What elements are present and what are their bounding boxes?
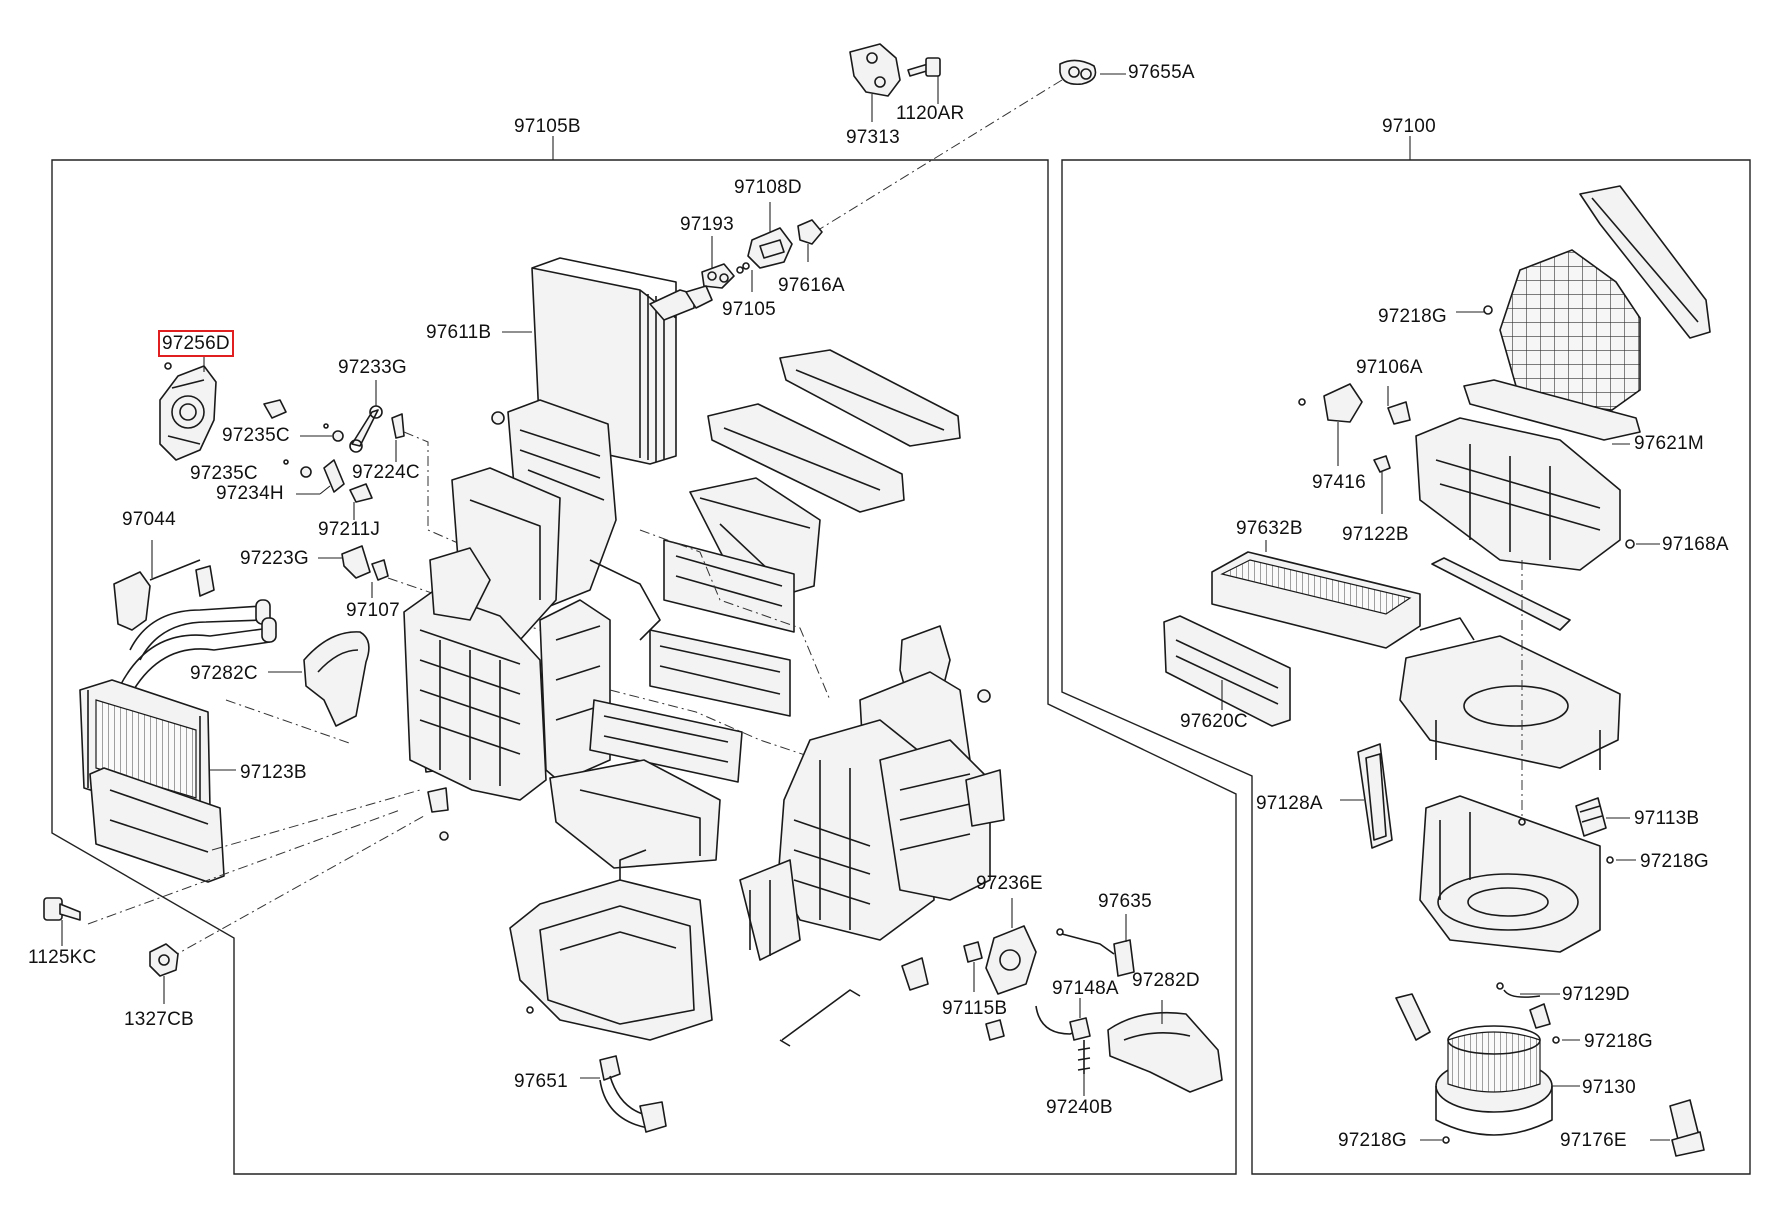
bolt-1125KC (43, 897, 81, 946)
bolt-1120AR (907, 57, 941, 104)
label-97282C: 97282C (190, 663, 258, 684)
label-97108D: 97108D (734, 177, 802, 198)
label-97044: 97044 (122, 509, 176, 530)
housing-right-case (491, 411, 1005, 961)
actuator-97106A (1298, 305, 1493, 514)
label-97240B: 97240B (1046, 1097, 1113, 1118)
sensor-97148A (1035, 998, 1091, 1041)
label-97122B: 97122B (1342, 524, 1409, 545)
door-panels (549, 349, 961, 869)
lever-97233G (349, 380, 405, 453)
blower-motor-97130 (1420, 1025, 1580, 1144)
label-97224C: 97224C (352, 462, 420, 483)
label-97105: 97105 (722, 299, 776, 320)
label-97632B: 97632B (1236, 518, 1303, 539)
label-97236E: 97236E (976, 873, 1043, 894)
label-97130: 97130 (1582, 1077, 1636, 1098)
right-group-frame (1061, 159, 1751, 1175)
label-97128A: 97128A (1256, 793, 1323, 814)
label-97113B: 97113B (1634, 808, 1700, 829)
label-97282D: 97282D (1132, 970, 1200, 991)
label-97235C-b: 97235C (190, 463, 258, 484)
duct-97282D (1107, 1000, 1223, 1093)
grommet-97655A (1059, 59, 1126, 86)
actuator-97256D (159, 356, 217, 461)
label-97105B: 97105B (514, 116, 581, 137)
label-97621M: 97621M (1634, 433, 1704, 454)
seal-97128A (1340, 743, 1393, 849)
label-97218G-a: 97218G (1378, 306, 1447, 327)
label-1327CB: 1327CB (124, 1009, 194, 1030)
label-97168A: 97168A (1662, 534, 1729, 555)
heater-pipe-97044 (113, 540, 277, 697)
bracket-97313 (849, 43, 901, 122)
label-97107: 97107 (346, 600, 400, 621)
label-97211J: 97211J (318, 519, 381, 540)
filter-cover-97620C (1163, 615, 1291, 727)
sensor-97635 (1056, 914, 1135, 977)
label-97635: 97635 (1098, 891, 1152, 912)
label-97115B: 97115B (942, 998, 1008, 1019)
cabin-filter-97632B (1211, 540, 1421, 649)
left-group-frame (51, 159, 1237, 1175)
label-1120AR: 1120AR (896, 103, 965, 124)
label-97106A: 97106A (1356, 357, 1423, 378)
resistor-97113B (1575, 797, 1636, 864)
housing-left-case (403, 399, 661, 801)
intake-grille-97621M (1463, 185, 1711, 445)
label-97148A: 97148A (1052, 978, 1119, 999)
heater-core-97123B (79, 679, 236, 883)
seal-group-top (701, 202, 823, 292)
label-97655A: 97655A (1128, 62, 1195, 83)
blower-scroll (1419, 795, 1601, 953)
label-97616A: 97616A (778, 275, 845, 296)
label-97129D: 97129D (1562, 984, 1630, 1005)
label-97234H: 97234H (216, 483, 284, 504)
label-97218G-b: 97218G (1640, 851, 1709, 872)
label-97176E: 97176E (1560, 1130, 1627, 1151)
label-97223G: 97223G (240, 548, 309, 569)
blower-housing (1399, 617, 1621, 770)
label-97100: 97100 (1382, 116, 1436, 137)
label-97651: 97651 (514, 1071, 568, 1092)
label-97256D-highlighted: 97256D (158, 330, 234, 357)
duct-97282C (268, 631, 370, 727)
label-97235C-a: 97235C (222, 425, 290, 446)
label-97218G-d: 97218G (1338, 1130, 1407, 1151)
label-97416: 97416 (1312, 472, 1366, 493)
nut-1327CB (149, 943, 179, 1004)
intake-case (1415, 417, 1660, 571)
label-1125KC: 1125KC (28, 947, 97, 968)
label-97620C: 97620C (1180, 711, 1248, 732)
label-97193: 97193 (680, 214, 734, 235)
module-97176E (1650, 1099, 1705, 1157)
label-97123B: 97123B (240, 762, 307, 783)
label-97313: 97313 (846, 127, 900, 148)
drain-tray-97651 (509, 849, 713, 1133)
actuator-97236E (985, 898, 1037, 995)
label-97233G: 97233G (338, 357, 407, 378)
label-97611B: 97611B (426, 322, 492, 343)
label-97218G-c: 97218G (1584, 1031, 1653, 1052)
